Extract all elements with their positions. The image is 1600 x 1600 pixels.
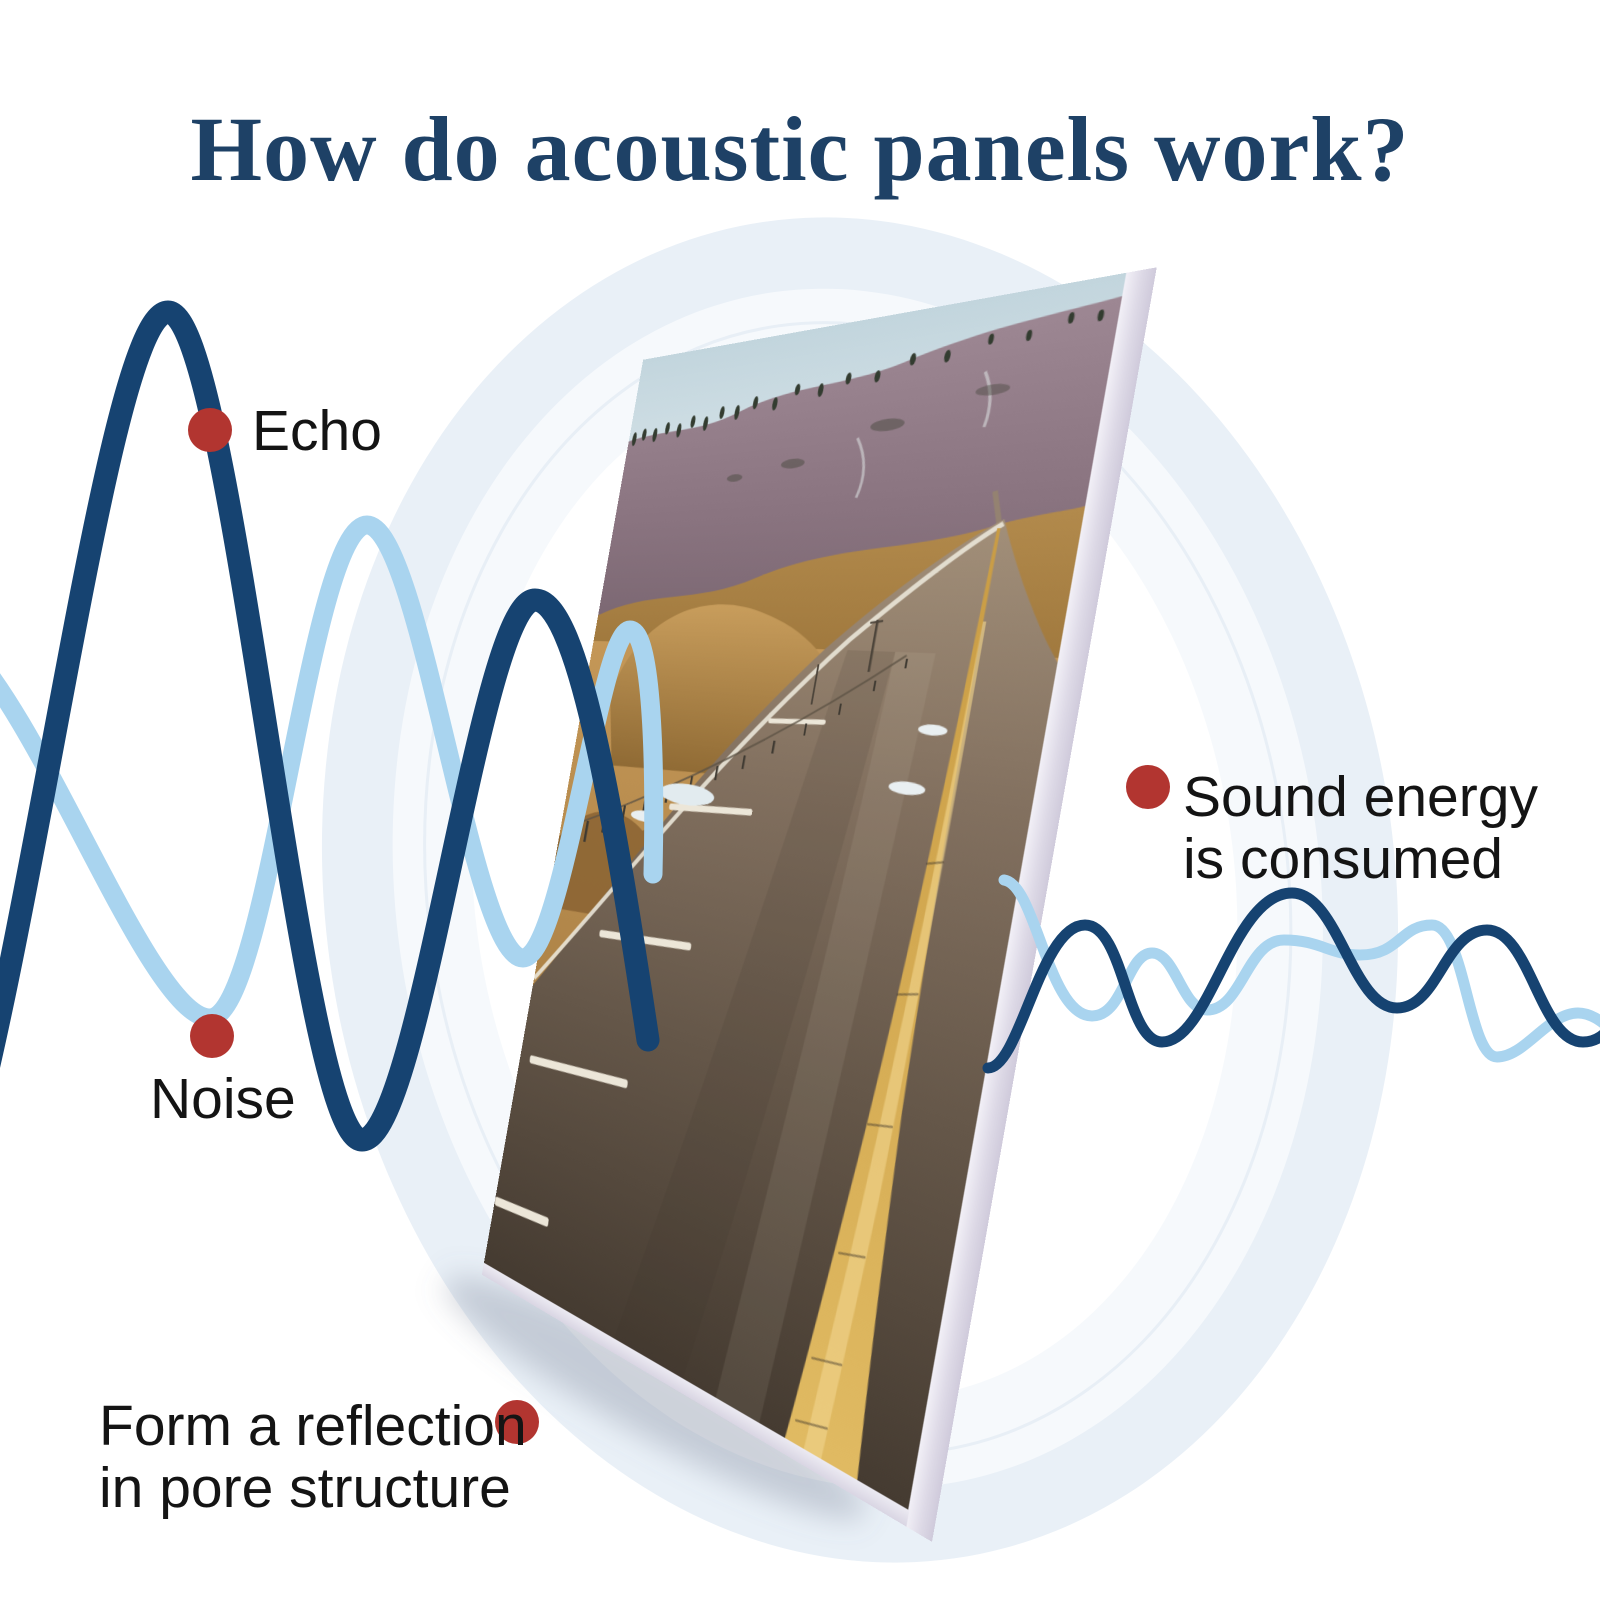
road — [483, 485, 1084, 1510]
absorption-label-line2: is consumed — [1183, 827, 1503, 891]
noise-label: Noise — [150, 1068, 296, 1130]
page-title: How do acoustic panels work? — [190, 98, 1410, 200]
panel-shadow — [444, 1276, 866, 1520]
fence — [566, 615, 914, 912]
noise-label-text: Noise — [150, 1067, 296, 1131]
reflection-label-line2: in pore structure — [99, 1456, 511, 1520]
absorption-label-line1: Sound energy — [1183, 765, 1538, 829]
echo-label: Echo — [252, 400, 382, 462]
mountains — [598, 296, 1123, 623]
absorption-label: Sound energy is consumed — [1183, 766, 1538, 890]
reflection-label: Form a reflection in pore structure — [99, 1395, 527, 1519]
echo-label-text: Echo — [252, 399, 382, 463]
reflection-label-line1: Form a reflection — [99, 1394, 527, 1458]
